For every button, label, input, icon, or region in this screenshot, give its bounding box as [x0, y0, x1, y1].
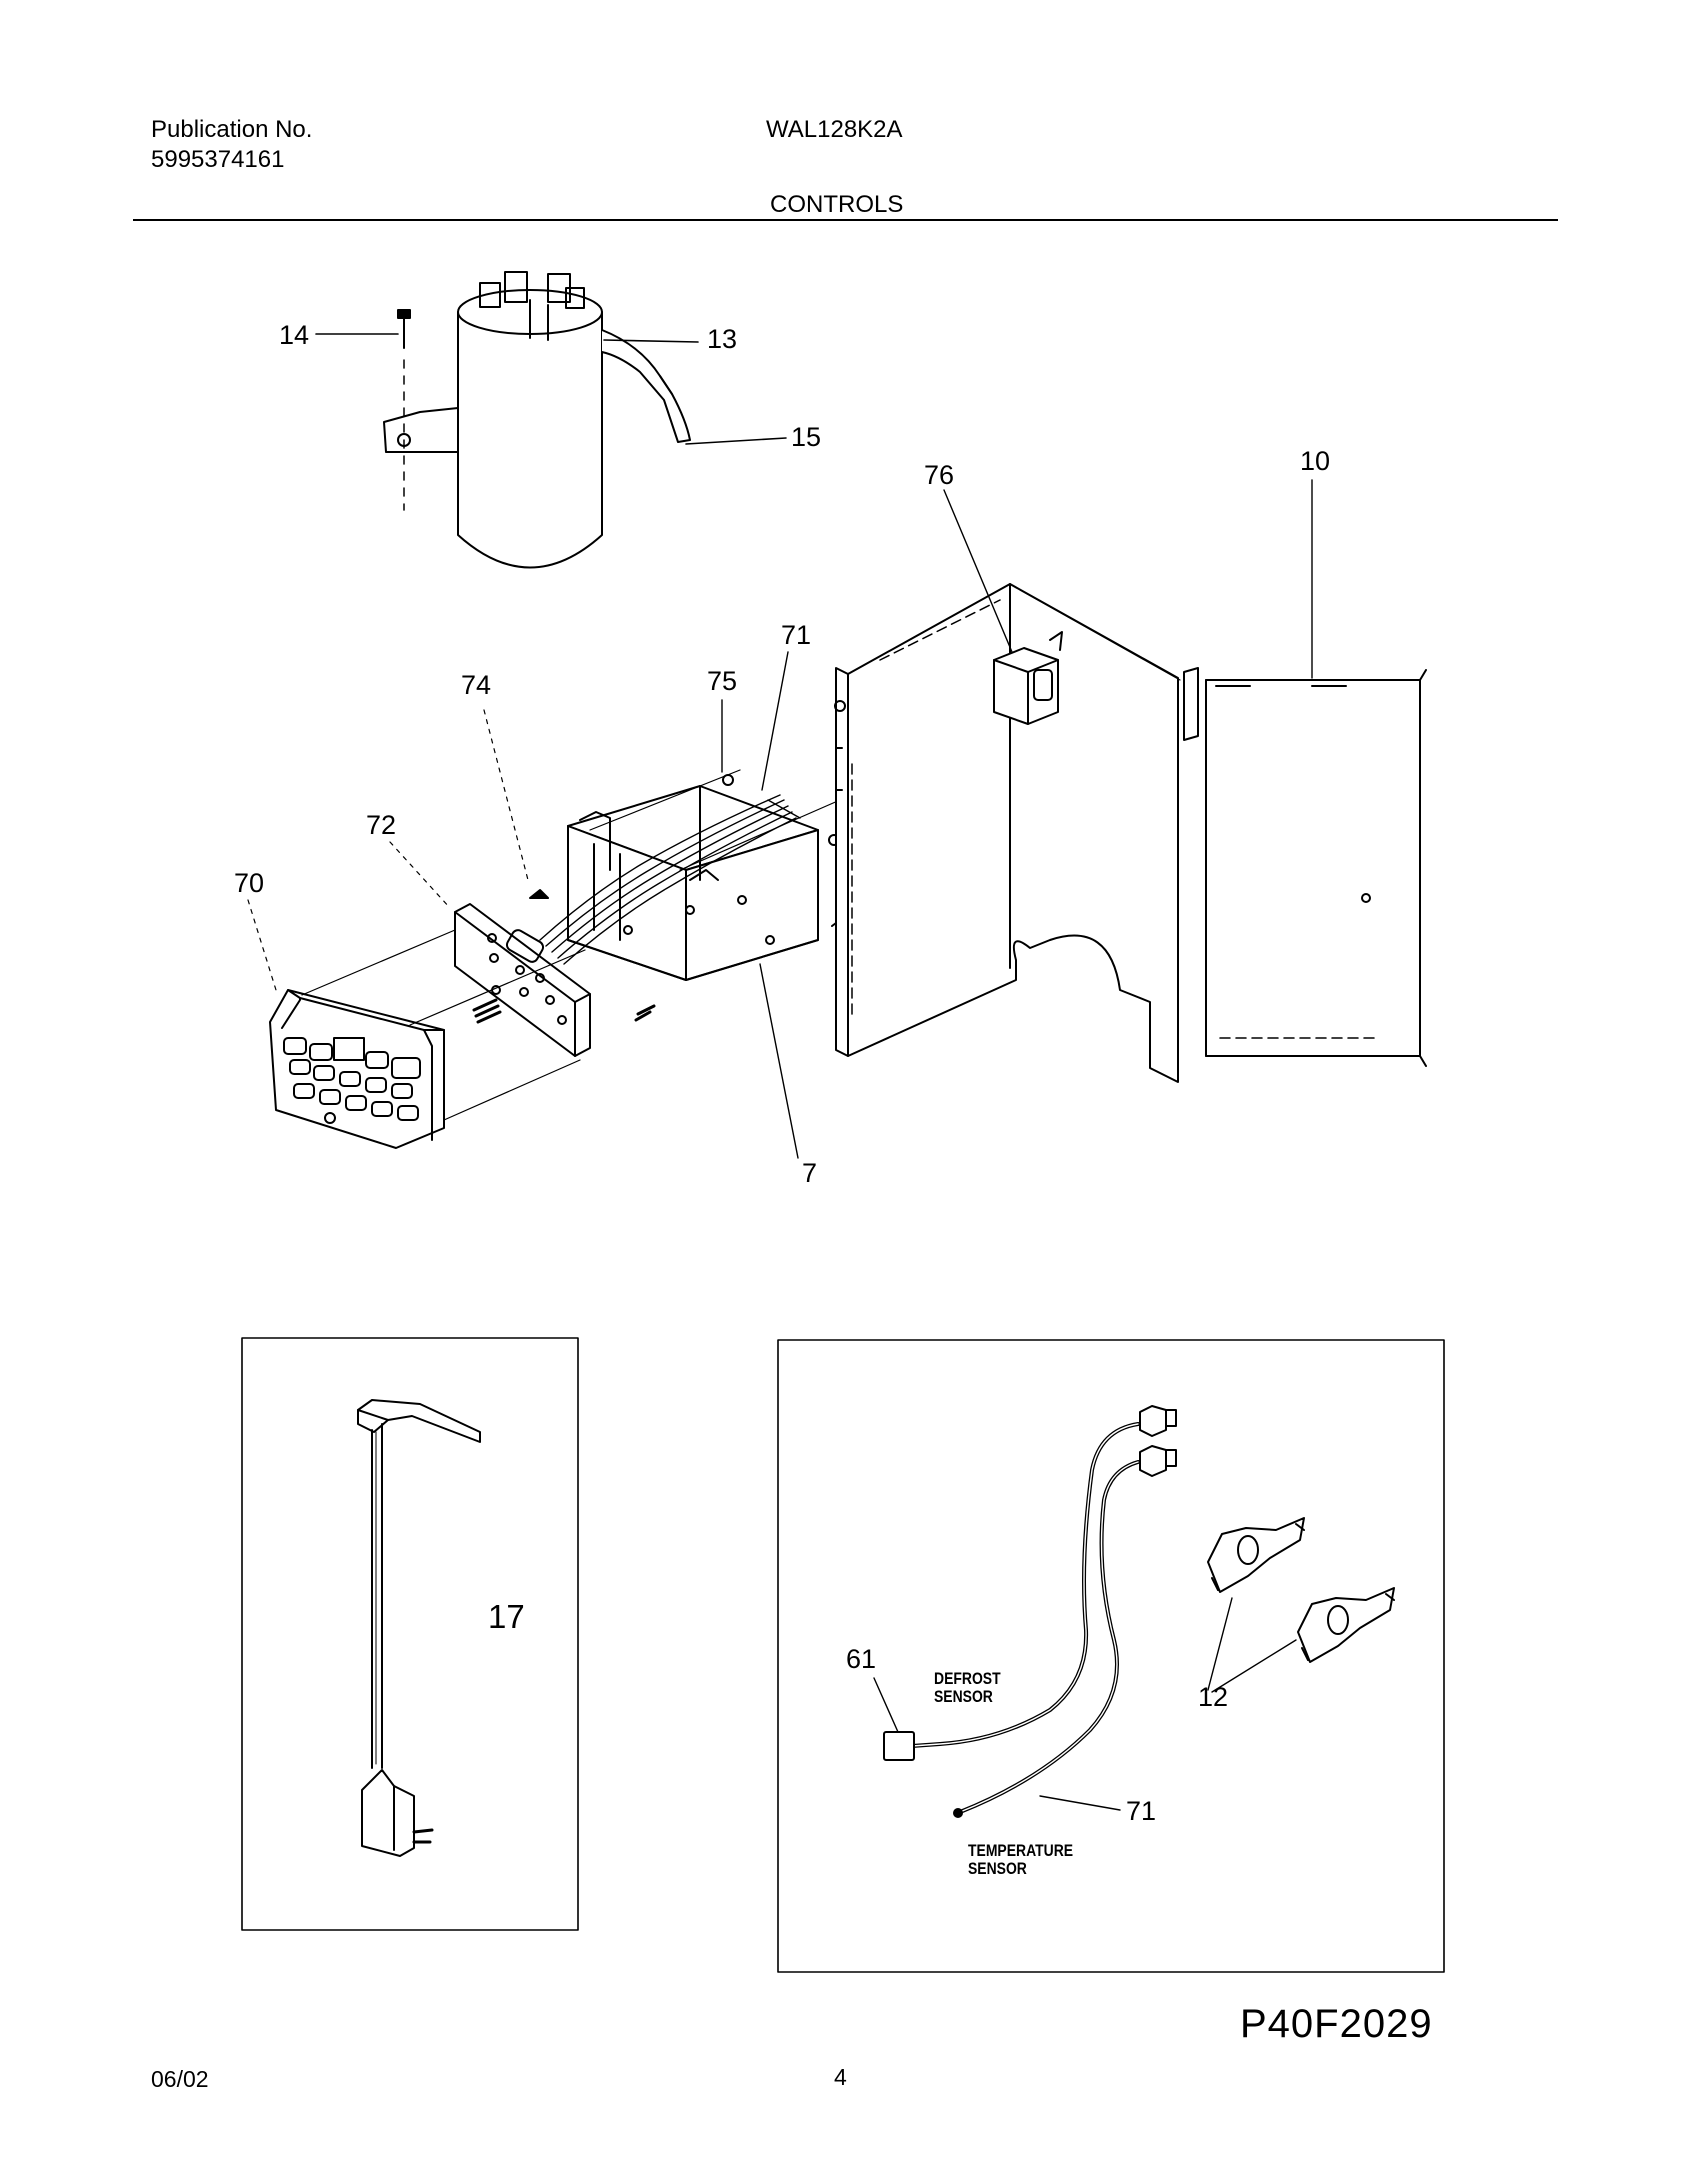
callout-10: 10	[1300, 446, 1331, 476]
callout-7: 7	[802, 1158, 818, 1188]
capacitor-illustration	[384, 272, 690, 568]
control-bracket-illustration	[835, 584, 1426, 1082]
model-number: WAL128K2A	[766, 116, 903, 143]
circuit-board-illustration	[455, 890, 654, 1056]
callout-61: 61	[846, 1644, 877, 1674]
power-cord-illustration	[358, 1400, 480, 1856]
page-number: 4	[834, 2064, 847, 2090]
callout-70: 70	[234, 868, 265, 898]
callout-13: 13	[707, 324, 738, 354]
inset-frame-17	[242, 1338, 578, 1930]
sensor-harness-illustration	[884, 1406, 1176, 1817]
callout-71: 71	[781, 620, 812, 650]
temperature-label-line2: SENSOR	[968, 1858, 1027, 1878]
defrost-sensor-label: DEFROST SENSOR	[934, 1670, 1001, 1706]
wire-harness-illustration	[540, 795, 800, 964]
figure-code: P40F2029	[1240, 2002, 1433, 2046]
temperature-label-line1: TEMPERATURE	[968, 1841, 1074, 1860]
callout-17: 17	[488, 1598, 525, 1635]
callout-71-temperature: 71	[1126, 1796, 1157, 1826]
callout-15: 15	[791, 422, 822, 452]
section-title: CONTROLS	[770, 191, 904, 218]
callout-72: 72	[366, 810, 397, 840]
callout-14: 14	[279, 320, 310, 350]
callout-74: 74	[461, 670, 492, 700]
callout-75: 75	[707, 666, 738, 696]
inset-frame-sensors	[778, 1340, 1444, 1972]
defrost-label-line1: DEFROST	[934, 1669, 1001, 1688]
control-panel-illustration	[270, 990, 444, 1148]
publication-number: 5995374161	[151, 146, 285, 173]
publication-label: Publication No.	[151, 116, 313, 143]
callout-12: 12	[1198, 1682, 1229, 1712]
sensor-clip-illustration	[1208, 1518, 1394, 1662]
transformer-illustration	[994, 632, 1062, 724]
footer-date: 06/02	[151, 2066, 209, 2092]
defrost-label-line2: SENSOR	[934, 1686, 993, 1706]
screw-14-illustration	[398, 310, 410, 510]
callout-76: 76	[924, 460, 955, 490]
control-box-illustration	[568, 775, 840, 980]
temperature-sensor-label: TEMPERATURE SENSOR	[968, 1842, 1073, 1878]
header-rule	[133, 219, 1558, 221]
